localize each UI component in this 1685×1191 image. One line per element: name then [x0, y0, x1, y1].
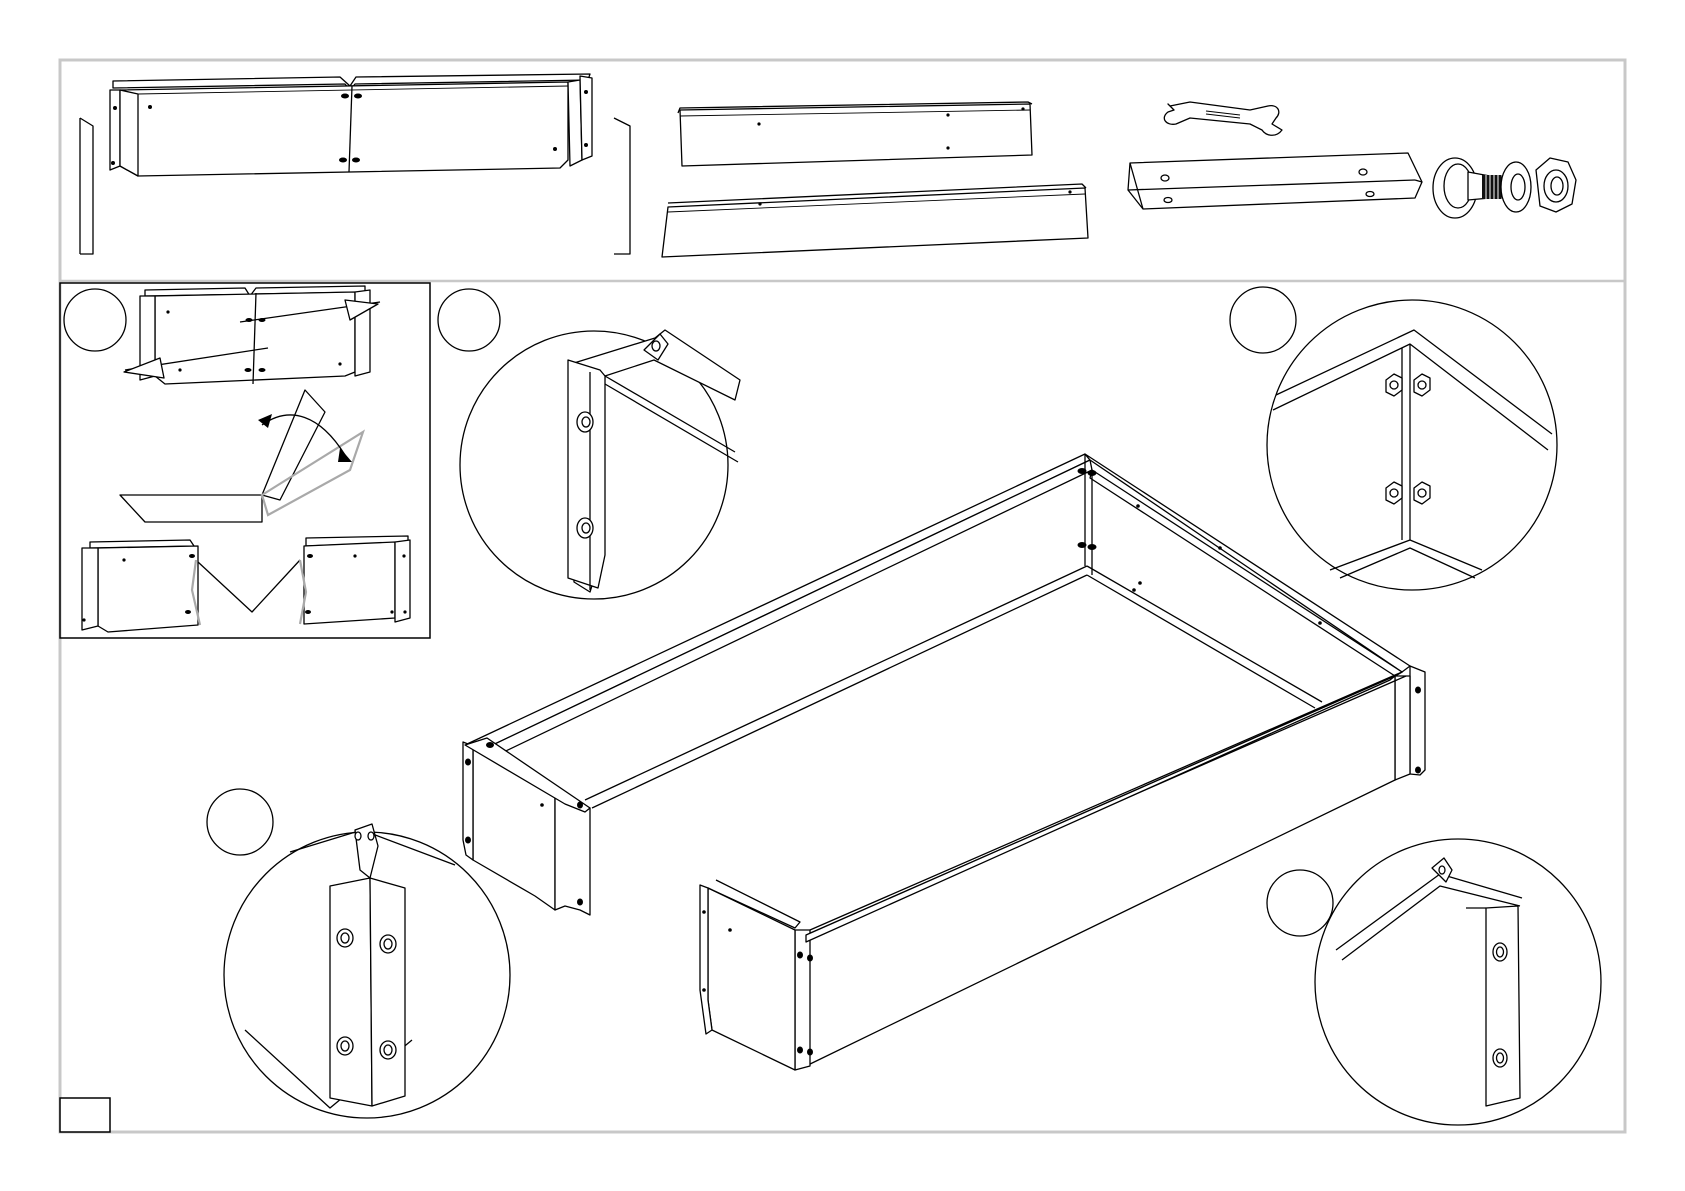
- step-callout-a: [64, 289, 126, 351]
- detail-view-inner-corner: [1230, 287, 1557, 590]
- page-number-box: [60, 1098, 110, 1132]
- detail-view-end-bracket: [1267, 839, 1601, 1125]
- short-side-panel: [678, 102, 1032, 166]
- step-callout-b: [438, 289, 500, 351]
- angle-bracket: [1128, 153, 1422, 209]
- corner-panel-pair: [80, 74, 630, 254]
- wrench: [1164, 102, 1282, 135]
- step-callout-c: [1230, 287, 1296, 353]
- step-callout-e: [1267, 870, 1333, 936]
- step-callout-d: [207, 789, 273, 855]
- fold-instruction-inset: [60, 283, 430, 638]
- long-side-panel: [662, 184, 1088, 257]
- bolt-washer-nut: [1433, 158, 1576, 218]
- detail-view-joint-top: [438, 289, 740, 599]
